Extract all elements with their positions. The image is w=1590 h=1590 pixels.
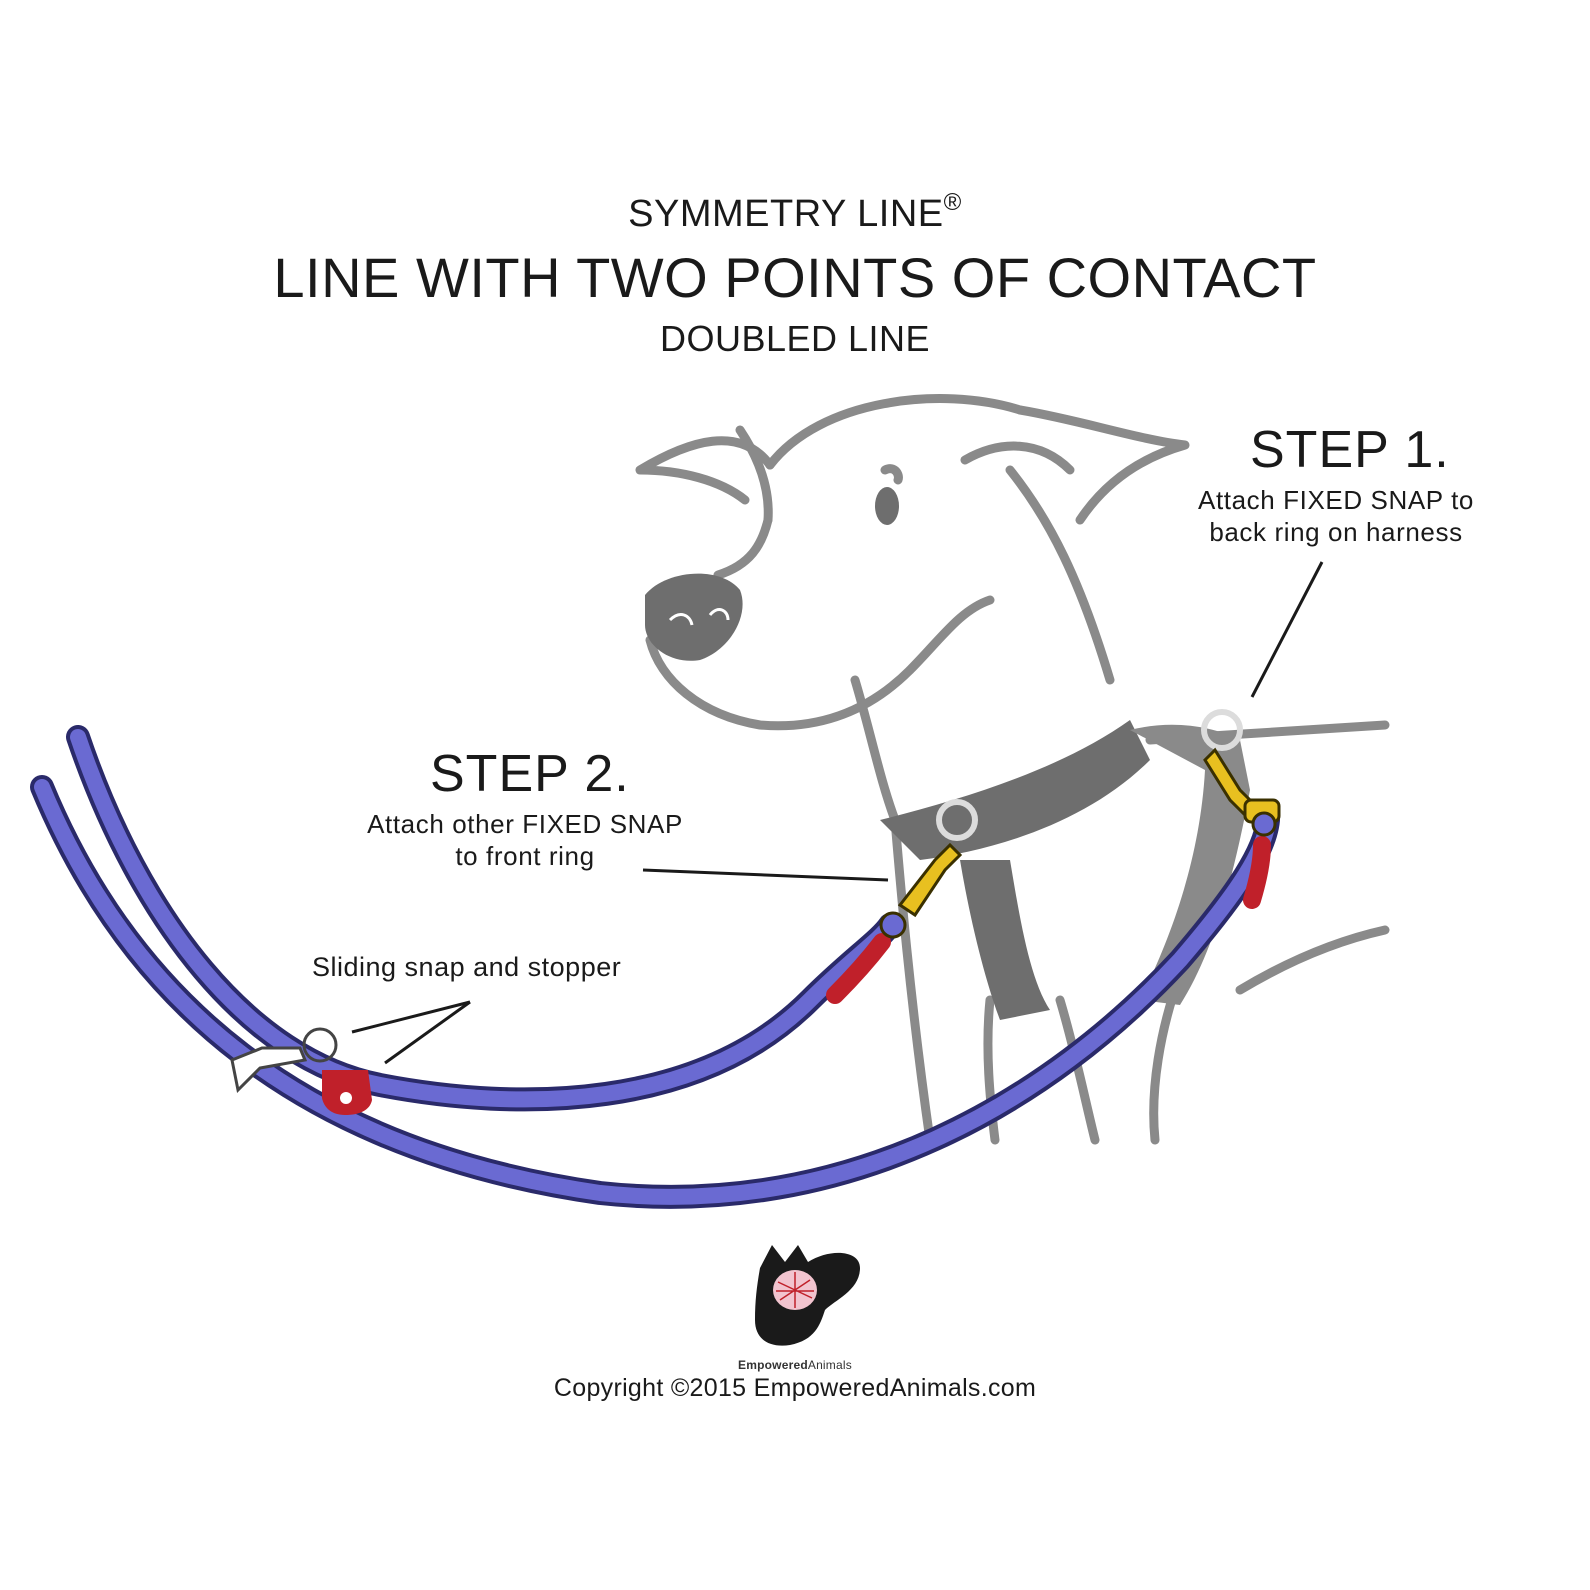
step1-pointer — [1250, 561, 1324, 698]
step2-heading: STEP 2. — [430, 745, 630, 803]
sliding-pointer-a — [351, 1000, 471, 1034]
dog-eye — [875, 487, 899, 525]
sliding-pointer-b — [384, 1000, 471, 1065]
stopper-icon — [322, 1070, 372, 1115]
step2-line1: Attach other FIXED SNAP — [367, 809, 683, 839]
page-title: LINE WITH TWO POINTS OF CONTACT — [273, 246, 1317, 309]
page-subtitle: DOUBLED LINE — [659, 318, 931, 359]
front-ring-icon — [936, 799, 978, 841]
logo-wordmark: EmpoweredAnimals — [738, 1358, 852, 1372]
step1-description: Attach FIXED SNAP to back ring on harnes… — [1186, 484, 1486, 548]
dog-nose — [645, 573, 743, 661]
step1-heading: STEP 1. — [1250, 421, 1450, 479]
snap-hook-icon — [879, 747, 1281, 939]
step2-pointer — [642, 868, 889, 882]
leash-line — [30, 725, 1280, 1209]
empowered-animals-logo — [755, 1245, 860, 1346]
brand-name: SYMMETRY LINE® — [628, 189, 962, 235]
harness — [880, 709, 1250, 1020]
step2-description: Attach other FIXED SNAP to front ring — [350, 808, 700, 872]
sliding-snap-icon — [230, 1027, 338, 1094]
copyright-text: Copyright ©2015 EmpoweredAnimals.com — [553, 1374, 1037, 1402]
step1-line1: Attach FIXED SNAP to — [1198, 485, 1474, 515]
step1-line2: back ring on harness — [1209, 517, 1463, 547]
back-ring-icon — [1201, 709, 1243, 751]
step2-line2: to front ring — [455, 841, 595, 871]
sliding-snap-label: Sliding snap and stopper — [312, 952, 622, 982]
